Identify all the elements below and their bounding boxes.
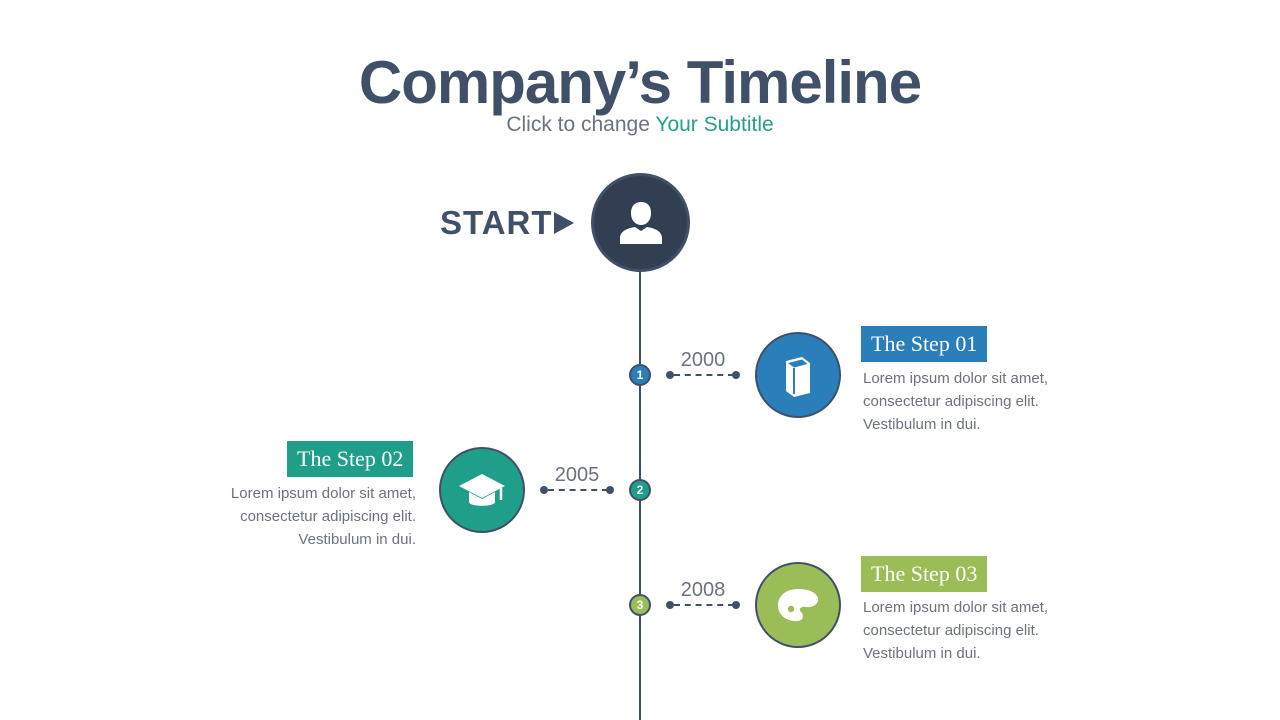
description-line: Vestibulum in dui. (863, 645, 981, 662)
description-line: consectetur adipiscing elit. (863, 393, 1039, 410)
user-icon (619, 201, 662, 244)
connector-dot (732, 601, 740, 609)
step-description-2: Lorem ipsum dolor sit amet, consectetur … (206, 482, 416, 551)
book-icon (786, 357, 810, 397)
step-description-1: Lorem ipsum dolor sit amet, consectetur … (863, 367, 1073, 436)
connector-dash (674, 374, 734, 376)
connector-dot (732, 371, 740, 379)
connector-dot (666, 601, 674, 609)
description-line: Vestibulum in dui. (863, 416, 981, 433)
subtitle-prefix: Click to change (506, 113, 656, 136)
description-line: Lorem ipsum dolor sit amet, (863, 370, 1049, 387)
step-icon-circle-2 (439, 447, 525, 533)
description-line: Vestibulum in dui. (298, 531, 416, 548)
step-label-2: The Step 02 (287, 441, 414, 477)
step-number-badge-2: 2 (629, 479, 651, 501)
step-year-1: 2000 (680, 349, 726, 371)
subtitle-accent: Your Subtitle (655, 113, 774, 136)
step-label-3: The Step 03 (861, 556, 988, 592)
page-title: Company’s Timeline (358, 49, 922, 116)
step-icon-circle-1 (755, 332, 841, 418)
start-label: START (440, 204, 553, 241)
start-circle (591, 173, 690, 272)
palette-icon (777, 589, 819, 622)
page-subtitle: Click to change Your Subtitle (0, 112, 1280, 138)
step-number-badge-1: 1 (629, 364, 651, 386)
play-arrow-icon (554, 212, 574, 234)
step-description-3: Lorem ipsum dolor sit amet, consectetur … (863, 596, 1073, 665)
step-number-badge-3: 3 (629, 594, 651, 616)
description-line: consectetur adipiscing elit. (863, 622, 1039, 639)
description-line: consectetur adipiscing elit. (240, 508, 416, 525)
connector-dot (666, 371, 674, 379)
graduation-cap-icon (459, 474, 505, 506)
step-icon-circle-3 (755, 562, 841, 648)
step-year-2: 2005 (554, 464, 600, 486)
connector-dash (548, 489, 608, 491)
connector-dot (540, 486, 548, 494)
step-label-1: The Step 01 (861, 326, 988, 362)
connector-dot (606, 486, 614, 494)
description-line: Lorem ipsum dolor sit amet, (230, 485, 416, 502)
connector-dash (674, 604, 734, 606)
step-year-3: 2008 (680, 579, 726, 601)
description-line: Lorem ipsum dolor sit amet, (863, 599, 1049, 616)
